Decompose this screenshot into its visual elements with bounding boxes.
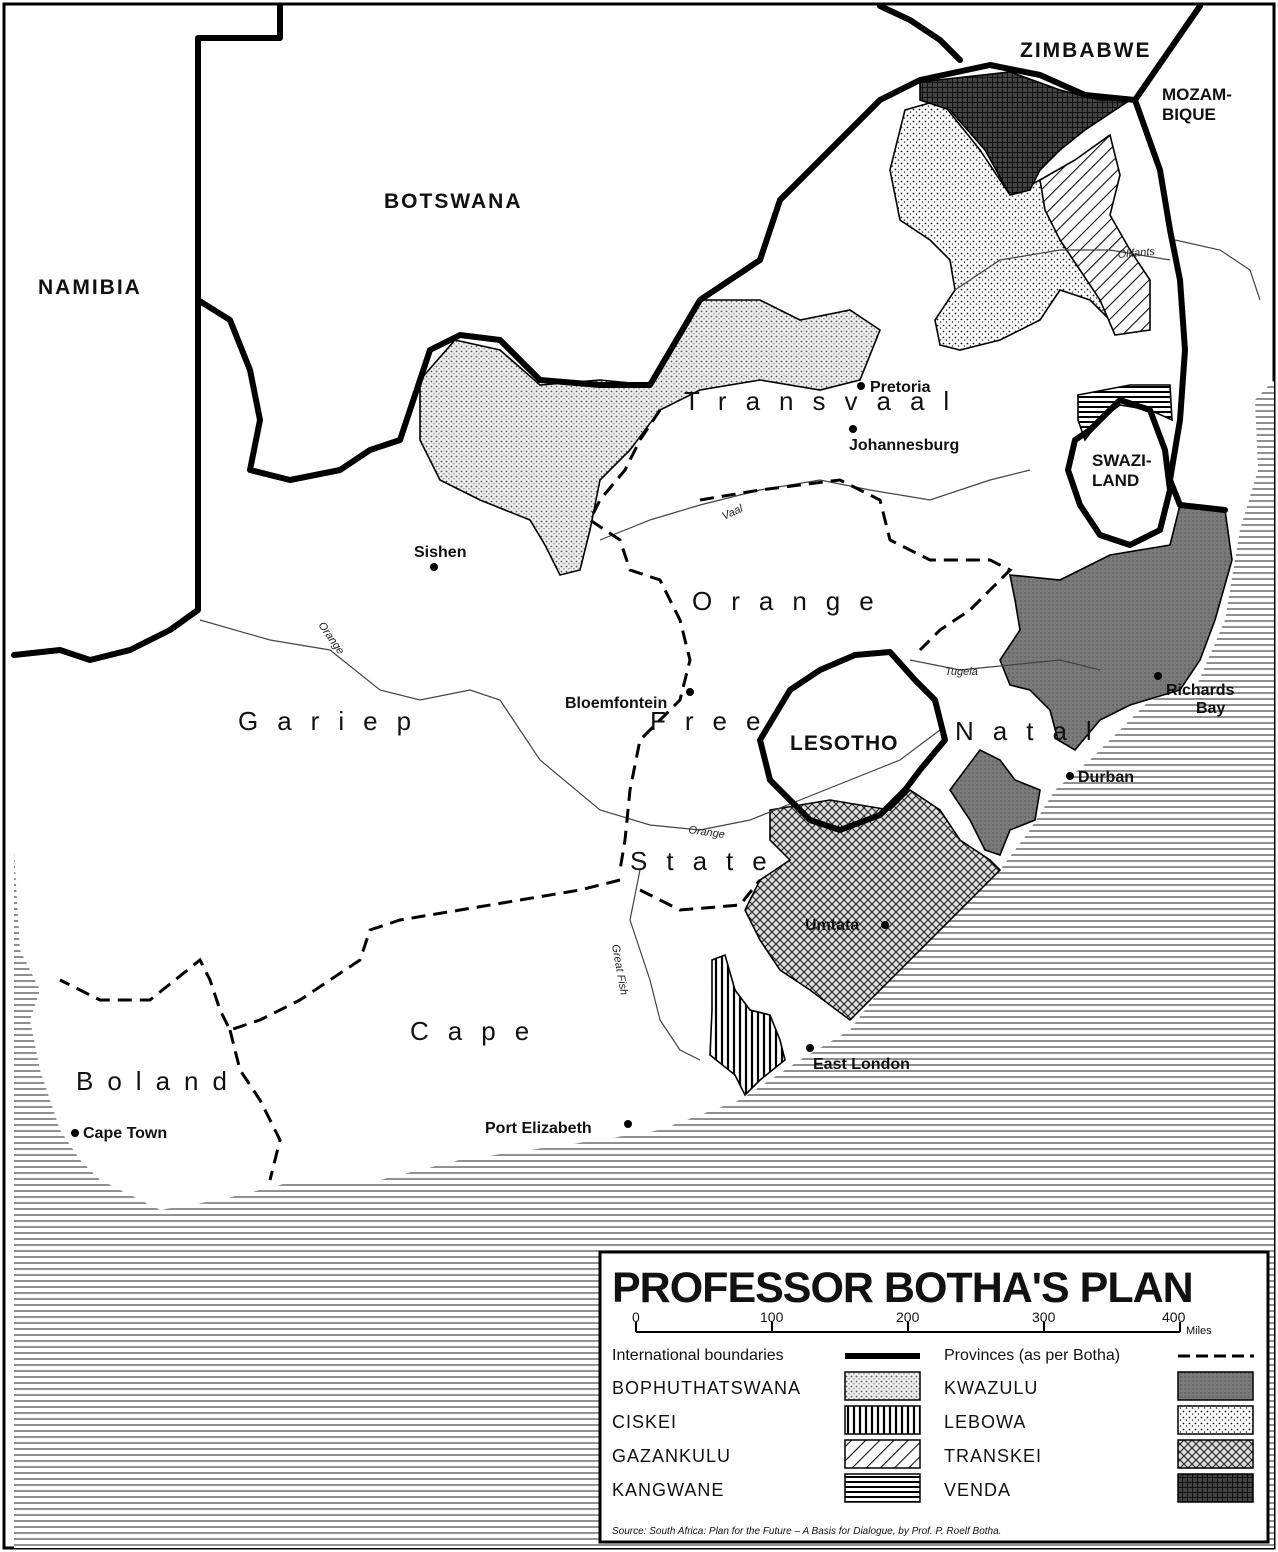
boundary-mozambique: [1132, 3, 1203, 103]
label-river-olifants: Olifants: [1117, 246, 1156, 261]
boundary-namibia-west: [11, 3, 283, 663]
label-province-cape: Cape: [410, 1016, 548, 1046]
region-bophuthatswana: [419, 299, 881, 576]
label-city-east-london: East London: [813, 1056, 910, 1073]
legend-source: Source: South Africa: Plan for the Futur…: [612, 1526, 1001, 1537]
label-province-transvaal: Transvaal: [684, 386, 968, 416]
label-city-umtata: Umtata: [805, 917, 859, 934]
region-transkei: [744, 788, 1002, 1022]
label-mozambique-2: BIQUE: [1162, 105, 1216, 124]
legend-international-boundaries: International boundaries: [612, 1347, 784, 1364]
region-ciskei: [709, 953, 786, 1097]
label-mozambique-1: MOZAM-: [1162, 85, 1232, 104]
legend-label-ciskei: CISKEI: [612, 1412, 677, 1432]
legend-provinces: Provinces (as per Botha): [944, 1347, 1120, 1364]
city-dot-umtata: [881, 921, 889, 929]
legend-swatch-gazankulu: [844, 1439, 921, 1469]
label-city-durban: Durban: [1078, 769, 1134, 786]
city-dot-bloemfontein: [686, 688, 694, 696]
boundary-swaziland: [1065, 397, 1173, 548]
city-dot-pretoria: [857, 382, 865, 390]
legend-swatch-kwazulu: [1177, 1371, 1254, 1401]
label-city-bloemfontein: Bloemfontein: [565, 695, 667, 712]
province-boundary-ofs-natal: [699, 478, 1013, 652]
province-boundary-transvaal-ofs: [588, 409, 692, 871]
legend-swatch-ciskei: [844, 1405, 921, 1435]
scale-tick-300: 300: [1032, 1309, 1056, 1325]
label-province-boland: Boland: [76, 1066, 241, 1096]
label-botswana: BOTSWANA: [384, 190, 523, 213]
boundary-zimbabwe-north: [877, 3, 963, 63]
label-city-johannesburg: Johannesburg: [849, 437, 959, 454]
river-tugela-line: [909, 659, 1101, 671]
legend-label-gazankulu: GAZANKULU: [612, 1446, 731, 1466]
scale-unit: Miles: [1186, 1325, 1212, 1337]
label-swaziland-2: LAND: [1092, 471, 1139, 490]
legend-label-venda: VENDA: [944, 1480, 1011, 1500]
label-city-pretoria: Pretoria: [870, 379, 931, 396]
river-vaal-line: [599, 469, 1031, 541]
city-dot-sishen: [430, 563, 438, 571]
province-boundary-boland: [228, 1029, 282, 1181]
region-kwazulu: [999, 504, 1233, 752]
label-city-cape-town: Cape Town: [83, 1125, 167, 1142]
legend-label-kwazulu: KWAZULU: [944, 1378, 1038, 1398]
province-boundary-ofs-cape: [639, 879, 762, 912]
label-province-free: Free: [650, 706, 779, 736]
province-boundary-cape: [59, 878, 621, 1032]
label-city-richards-2: Bay: [1196, 700, 1225, 717]
legend-title: PROFESSOR BOTHA'S PLAN: [612, 1264, 1193, 1312]
legend-swatch-transkei: [1177, 1439, 1254, 1469]
boundary-botswana: [195, 62, 1138, 483]
region-gazankulu: [1039, 133, 1151, 336]
city-dot-durban: [1066, 772, 1074, 780]
city-dot-port-elizabeth: [624, 1120, 632, 1128]
legend-label-transkei: TRANSKEI: [944, 1446, 1042, 1466]
scale-tick-400: 400: [1162, 1309, 1186, 1325]
label-province-gariep: Gariep: [238, 706, 430, 736]
label-swaziland-1: SWAZI-: [1092, 451, 1152, 470]
scale-tick-100: 100: [760, 1309, 784, 1325]
label-city-richards-1: Richards: [1166, 682, 1235, 699]
legend-swatch-venda: [1177, 1473, 1254, 1503]
legend-swatch-bophuthatswana: [844, 1371, 921, 1401]
scale-tick-0: 0: [632, 1309, 640, 1325]
label-lesotho: LESOTHO: [790, 732, 899, 755]
label-city-sishen: Sishen: [414, 544, 466, 561]
region-kwazulu-south: [949, 748, 1041, 856]
legend-swatch-lebowa: [1177, 1405, 1254, 1435]
river-limpopo-line: [1174, 239, 1261, 301]
city-dot-east-london: [806, 1044, 814, 1052]
city-dot-cape-town: [71, 1129, 79, 1137]
label-province-state: State: [630, 846, 786, 876]
legend-label-bophuthatswana: BOPHUTHATSWANA: [612, 1378, 801, 1398]
label-river-orange-lower: Orange: [688, 824, 726, 841]
boundary-mozambique-east: [1132, 97, 1228, 513]
label-river-tugela: Tugela: [945, 666, 978, 678]
label-province-natal: Natal: [955, 716, 1111, 746]
legend-label-kangwane: KANGWANE: [612, 1480, 724, 1500]
river-orange-line: [199, 619, 941, 831]
scale-tick-200: 200: [896, 1309, 920, 1325]
river-olifants-line: [954, 249, 1171, 291]
city-dot-johannesburg: [849, 425, 857, 433]
scale-bar: 0 100 200 300 400 Miles: [632, 1309, 1212, 1337]
river-great-fish-line: [629, 869, 701, 1061]
label-namibia: NAMIBIA: [38, 276, 142, 299]
city-dot-richards-bay: [1154, 672, 1162, 680]
region-venda: [919, 71, 1133, 196]
label-province-orange: Orange: [692, 586, 893, 616]
legend-swatch-kangwane: [844, 1473, 921, 1503]
label-city-port-elizabeth: Port Elizabeth: [485, 1120, 592, 1137]
boundary-lesotho: [757, 649, 948, 833]
legend-label-lebowa: LEBOWA: [944, 1412, 1026, 1432]
label-zimbabwe: ZIMBABWE: [1020, 39, 1151, 62]
legend-box: [598, 1250, 1270, 1544]
